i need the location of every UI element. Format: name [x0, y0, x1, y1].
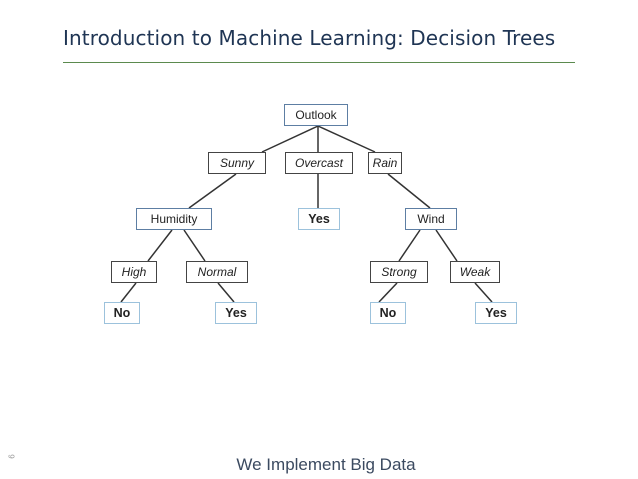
edge-outlook-sunny [261, 125, 319, 153]
edge-weak-yes [474, 282, 493, 303]
leaf-strong-no: No [370, 302, 406, 324]
node-wind: Wind [405, 208, 457, 230]
edge-wind-strong [398, 229, 421, 262]
slide-title: Introduction to Machine Learning: Decisi… [63, 26, 556, 50]
edge-humidity-normal [183, 229, 206, 262]
branch-sunny: Sunny [208, 152, 266, 174]
footer-tagline: We Implement Big Data [236, 455, 416, 474]
branch-high: High [111, 261, 157, 283]
edge-wind-weak [435, 229, 458, 262]
edge-humidity-high [147, 229, 173, 262]
edge-outlook-rain [317, 125, 376, 153]
node-outlook: Outlook [284, 104, 348, 126]
leaf-weak-yes: Yes [475, 302, 517, 324]
edge-rain-wind [387, 173, 431, 209]
title-divider [63, 62, 575, 63]
branch-strong: Strong [370, 261, 428, 283]
branch-normal: Normal [186, 261, 248, 283]
edge-normal-yes [217, 282, 235, 303]
edge-sunny-humidity [188, 173, 237, 209]
branch-weak: Weak [450, 261, 500, 283]
branch-rain: Rain [368, 152, 402, 174]
node-humidity: Humidity [136, 208, 212, 230]
edge-high-no [120, 282, 137, 303]
leaf-high-no: No [104, 302, 140, 324]
branch-overcast: Overcast [285, 152, 353, 174]
leaf-normal-yes: Yes [215, 302, 257, 324]
leaf-overcast-yes: Yes [298, 208, 340, 230]
edge-strong-no [378, 282, 398, 303]
